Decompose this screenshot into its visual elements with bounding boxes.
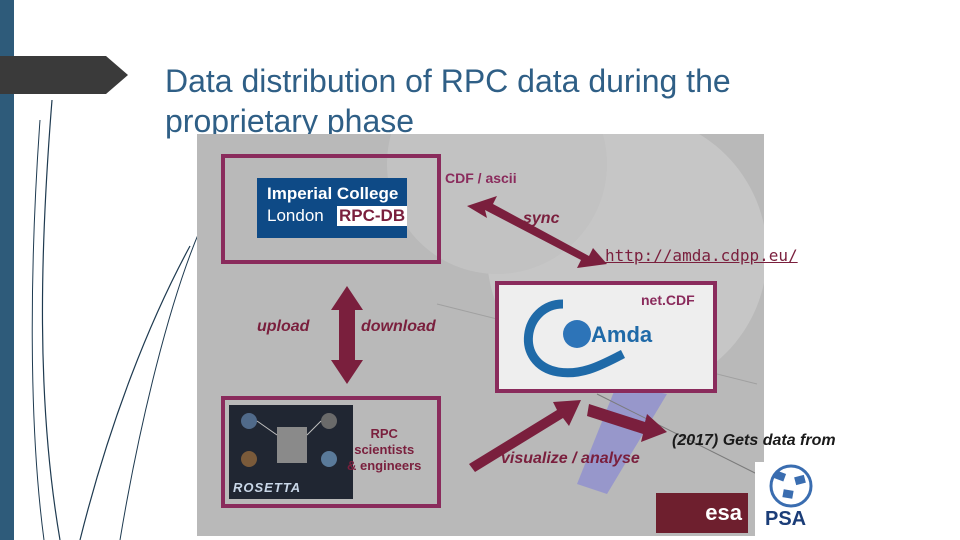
amda-logo-text: Amda: [591, 322, 653, 347]
download-label: download: [361, 318, 436, 335]
sync-arrow: [467, 196, 607, 268]
rpc-people-label: RPC scientists & engineers: [347, 426, 421, 474]
psa-globe-icon: [769, 464, 813, 508]
decorative-lines: [31, 99, 200, 540]
imperial-college-line1: Imperial College: [267, 184, 399, 203]
rpc-data-flow-diagram: Imperial College London RPC-DB CDF / asc…: [197, 134, 764, 536]
rpc-people-line2: scientists: [354, 442, 415, 457]
rosetta-spacecraft-image: [229, 405, 353, 499]
rosetta-label: ROSETTA: [233, 480, 302, 495]
gets-data-arrow: [587, 404, 667, 442]
esa-logo: esa: [656, 493, 748, 533]
imperial-college-line2: London: [267, 206, 324, 225]
rosetta-box: [221, 396, 441, 508]
netcdf-label: net.CDF: [641, 292, 695, 308]
rpc-people-line1: RPC: [370, 426, 398, 441]
slide-left-bar: [0, 0, 14, 540]
slide-title: Data distribution of RPC data during the…: [165, 63, 731, 140]
upload-label: upload: [257, 318, 310, 335]
flow-arrows: [331, 196, 667, 472]
psa-logo-text: PSA: [765, 508, 807, 530]
title-arrow-tab: [0, 56, 128, 94]
visualize-arrow: [469, 400, 581, 472]
sync-label: sync: [523, 210, 560, 227]
gets-data-from-label: (2017) Gets data from: [672, 432, 836, 449]
visualize-analyse-label: visualize / analyse: [501, 450, 640, 467]
rpc-db-label: RPC-DB: [337, 206, 408, 226]
upload-download-arrow: [331, 286, 363, 384]
rpc-people-line3: & engineers: [347, 458, 422, 473]
cdf-ascii-label: CDF / ascii: [445, 170, 517, 186]
psa-logo: PSA: [755, 462, 827, 536]
imperial-college-box: [221, 154, 441, 264]
amda-logo: Amda: [523, 299, 653, 378]
amda-url-link[interactable]: http://amda.cdpp.eu/: [605, 246, 798, 265]
